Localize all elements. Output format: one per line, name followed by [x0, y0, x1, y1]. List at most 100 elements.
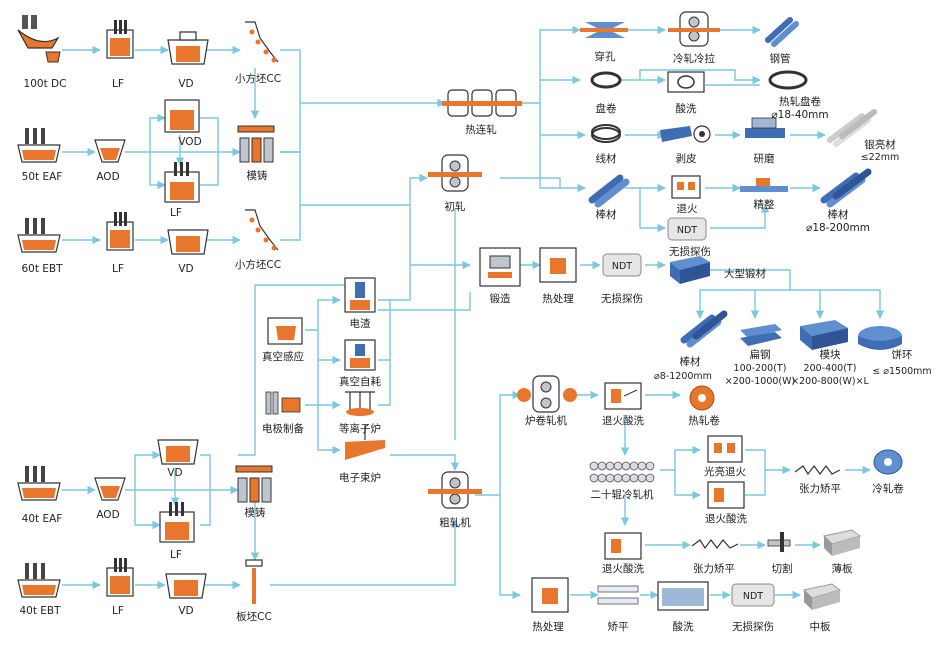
- label-f-disc-2: ≤ ⌀1500mm: [872, 366, 931, 377]
- label-pickling-b: 酸洗: [673, 620, 694, 633]
- label-billet-cc-a: 小方坯CC: [235, 72, 281, 85]
- billet-caster-icon: [245, 21, 279, 63]
- tension-leveler-icon-b: [691, 539, 739, 550]
- label-vd-c: VD: [178, 263, 193, 275]
- label-cutting: 切割: [772, 562, 793, 575]
- coil-icon: [590, 71, 622, 89]
- plasma-furnace-icon: [345, 391, 375, 416]
- label-ingot-b: 模铸: [245, 506, 266, 519]
- lf-ladle-icon-2: [159, 502, 195, 543]
- label-leveling: 矫平: [608, 620, 629, 633]
- label-grinding: 研磨: [754, 153, 775, 165]
- label-cold-coil: 冷轧卷: [872, 482, 904, 495]
- label-piercing: 穿孔: [595, 50, 616, 63]
- heat-treat-furnace-icon-b: [531, 577, 569, 613]
- hot-coil-icon: [768, 70, 808, 90]
- vod-vessel-icon: [164, 99, 200, 133]
- bar-out-icon: [820, 168, 872, 208]
- label-bright-anneal: 光亮退火: [704, 465, 746, 478]
- label-peeling: 剥皮: [676, 152, 697, 165]
- furnace-icon: [17, 15, 61, 63]
- bloom-mill-icon: [428, 154, 482, 192]
- finishing-icon: [740, 178, 788, 192]
- bright-bar-icon: [827, 109, 877, 147]
- label-plate: 中板: [810, 620, 831, 633]
- ebm-furnace-icon: [345, 425, 385, 460]
- label-heat-treat-b: 热处理: [532, 620, 564, 633]
- label-ebt40: 40t EBT: [19, 605, 61, 617]
- label-sheet: 薄板: [832, 562, 853, 575]
- label-hot-mill: 热连轧: [465, 123, 497, 136]
- bar-icon: [588, 174, 630, 208]
- label-sendzimir: 二十辊冷轧机: [591, 488, 654, 501]
- label-vd-d: VD: [167, 467, 182, 479]
- ladle-icon: [106, 20, 134, 59]
- large-forging-block-icon: [670, 256, 710, 284]
- svg-text:NDT: NDT: [677, 225, 697, 236]
- leveling-icon: [597, 585, 639, 605]
- label-rough-mill: 粗轧机: [439, 516, 471, 529]
- label-vim: 真空感应: [262, 350, 304, 363]
- label-bright-2: ≤22mm: [861, 152, 900, 163]
- label-ndt-a: 无损探伤: [601, 292, 643, 305]
- plate-icon: [802, 583, 842, 610]
- ladle-icon-3: [106, 558, 134, 597]
- label-bloom-mill: 初轧: [445, 200, 466, 213]
- label-pipe: 钢管: [770, 52, 791, 65]
- label-forging: 锻造: [490, 292, 511, 305]
- wire-icon: [591, 124, 621, 143]
- eaf-furnace-icon-2: [17, 466, 61, 501]
- label-ndt-b: 无损探伤: [669, 245, 711, 258]
- label-billet-cc-b: 小方坯CC: [235, 258, 281, 271]
- sendzimir-mill-icon: [589, 461, 655, 483]
- ladle-icon-2: [106, 212, 134, 251]
- label-var: 真空自耗: [339, 375, 381, 388]
- label-lf-a: LF: [112, 78, 124, 90]
- pickling-tank-icon-b: [657, 581, 709, 611]
- label-tension-level-b: 张力矫平: [693, 562, 735, 575]
- label-steckel: 炉卷轧机: [525, 414, 567, 427]
- label-lf-b: LF: [170, 207, 182, 219]
- label-wire: 线材: [596, 152, 617, 165]
- flat-bar-icon: [740, 324, 782, 346]
- label-eaf50: 50t EAF: [22, 171, 63, 183]
- aod-converter-icon-2: [94, 477, 126, 501]
- peeling-icon: [660, 125, 711, 143]
- label-f-flat-1: 扁钢: [750, 348, 771, 361]
- vacuum-vessel-icon: [167, 31, 209, 65]
- label-anneal-pickle-c: 退火酸洗: [602, 562, 644, 575]
- ebt-furnace-icon-2: [17, 563, 61, 598]
- label-vd-a: VD: [178, 78, 193, 90]
- hot-strip-mill-icon: [442, 89, 522, 117]
- label-slab-cc: 板坯CC: [236, 610, 272, 623]
- anneal-pickle-icon-b: [707, 481, 745, 509]
- label-finishing: 精整: [754, 198, 775, 211]
- label-f-block-3: ×200-800(W)×L: [791, 376, 869, 387]
- label-ingot-a: 模铸: [247, 169, 268, 182]
- label-f-bar-2: ⌀8-1200mm: [654, 371, 712, 382]
- label-bar-a: 棒材: [596, 208, 617, 221]
- label-lf-c: LF: [112, 263, 124, 275]
- labels-layer: 100t DC LF VD 小方坯CC 50t EAF AOD VOD LF 模…: [19, 50, 931, 633]
- label-dc100: 100t DC: [24, 78, 67, 90]
- label-f-flat-3: ×200-1000(W): [725, 376, 796, 387]
- block-icon: [800, 320, 848, 350]
- svg-text:NDT: NDT: [612, 261, 632, 272]
- ingot-casting-icon-2: [235, 465, 273, 503]
- label-plasma: 等离子炉: [339, 422, 381, 435]
- label-bar-out-2: ⌀18-200mm: [806, 222, 870, 234]
- hot-strip-coil-icon: [689, 385, 715, 411]
- ebt-furnace-icon: [17, 218, 61, 253]
- aod-converter-icon: [94, 139, 126, 163]
- ingot-casting-icon: [237, 125, 275, 163]
- svg-text:NDT: NDT: [743, 591, 763, 602]
- label-hot-strip: 热轧卷: [688, 414, 720, 427]
- tension-leveler-icon-a: [794, 465, 841, 476]
- electrode-prep-icon: [265, 391, 301, 415]
- label-cold-roll-draw: 冷轧冷拉: [673, 52, 715, 65]
- label-hot-coil-1: 热轧盘卷: [779, 95, 821, 108]
- billet-caster-icon-2: [245, 209, 279, 251]
- esr-furnace-icon: [344, 277, 376, 313]
- label-bar-out-1: 棒材: [828, 208, 849, 221]
- anneal-icon: [671, 175, 701, 199]
